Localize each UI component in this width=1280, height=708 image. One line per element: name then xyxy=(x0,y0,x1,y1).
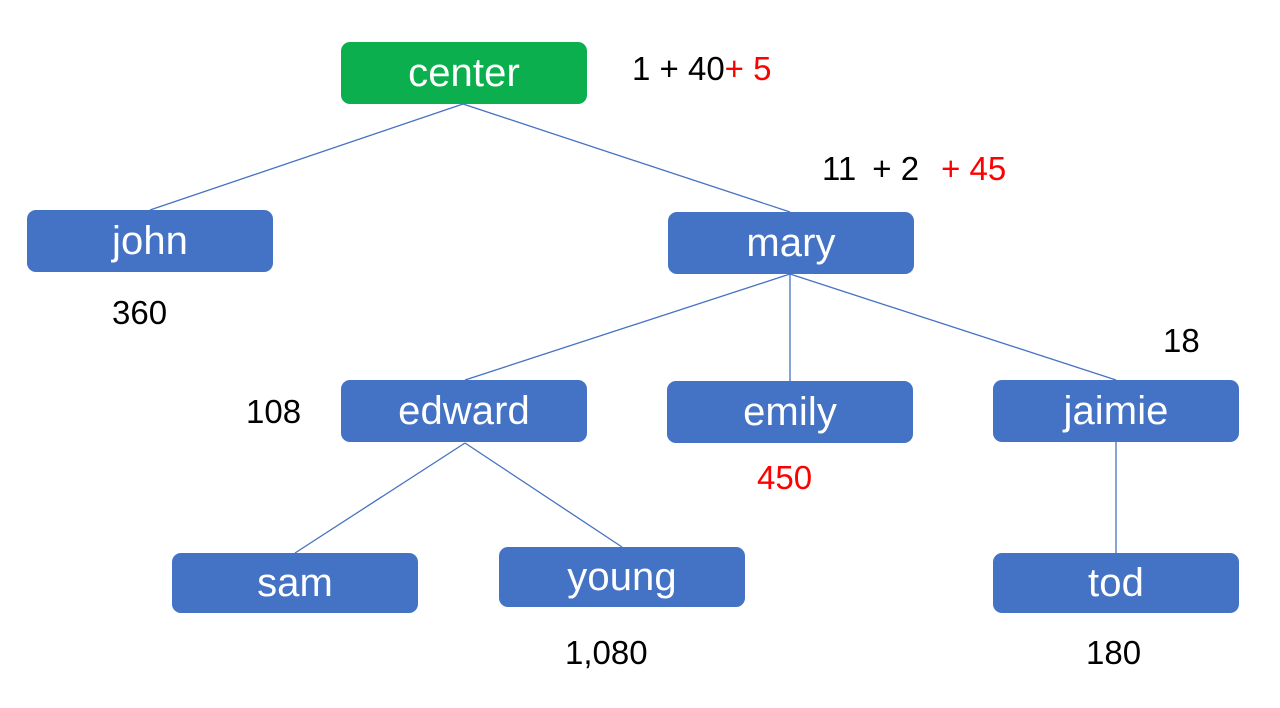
expression-mary-red: + 45 xyxy=(941,150,1007,187)
node-edward-label: edward xyxy=(398,388,530,433)
annotation-john: 360 xyxy=(112,294,168,331)
annotation-emily: 450 xyxy=(757,459,813,496)
expression-mary-black-a: 11 xyxy=(822,150,857,187)
node-tod-label: tod xyxy=(1088,560,1144,605)
expression-center-black: 1 + 40 xyxy=(632,50,725,87)
edge-mary-jaimie xyxy=(789,273,1117,381)
node-sam-label: sam xyxy=(257,560,333,605)
node-jaimie-label: jaimie xyxy=(1063,388,1169,433)
node-mary[interactable]: mary xyxy=(668,212,914,274)
node-jaimie[interactable]: jaimie xyxy=(993,380,1239,442)
node-emily-label: emily xyxy=(743,389,837,434)
node-young[interactable]: young xyxy=(499,547,745,607)
node-edward[interactable]: edward xyxy=(341,380,587,442)
node-center[interactable]: center xyxy=(341,42,587,104)
edge-edward-sam xyxy=(294,442,466,554)
node-young-label: young xyxy=(567,554,677,599)
annotation-edward: 108 xyxy=(246,393,302,430)
annotation-jaimie: 18 xyxy=(1163,322,1200,359)
edge-mary-edward xyxy=(464,273,791,381)
node-john-label: john xyxy=(111,218,189,263)
expression-center: 1 + 40 + 5 xyxy=(632,50,771,88)
node-sam[interactable]: sam xyxy=(172,553,418,613)
expression-center-red: + 5 xyxy=(724,50,772,87)
expression-mary: 11 + 2 + 45 xyxy=(822,150,1006,188)
annotation-tod: 180 xyxy=(1086,634,1142,671)
node-emily[interactable]: emily xyxy=(667,381,913,443)
edge-center-john xyxy=(149,103,464,211)
node-center-label: center xyxy=(408,50,520,95)
node-mary-label: mary xyxy=(746,220,836,265)
annotation-young: 1,080 xyxy=(565,634,648,671)
node-john[interactable]: john xyxy=(27,210,273,272)
node-tod[interactable]: tod xyxy=(993,553,1239,613)
edge-edward-young xyxy=(464,442,623,548)
edge-center-mary xyxy=(462,103,791,213)
expression-mary-black-b: + 2 xyxy=(872,150,920,187)
